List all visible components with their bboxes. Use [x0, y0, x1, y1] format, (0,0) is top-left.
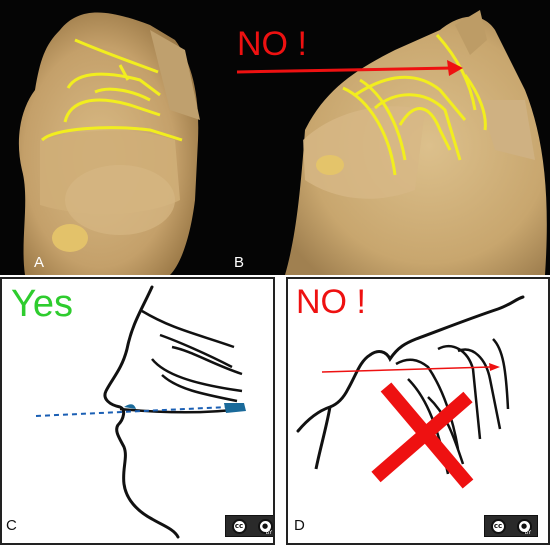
- panel-d-drawing: NO ! D cc ● BY: [286, 277, 550, 545]
- panel-d-no-label: NO !: [296, 283, 366, 321]
- panel-c-yes-label: Yes: [11, 283, 73, 325]
- license-badge: cc ● BY: [225, 515, 273, 537]
- turbinate-line: [171, 345, 243, 376]
- cc-icon: cc: [231, 518, 247, 534]
- wrong-direction-arrow: [236, 66, 454, 74]
- turbinate-line: [492, 338, 510, 410]
- turbinate-line: [63, 98, 161, 123]
- turbinate-line: [457, 348, 502, 430]
- profile-sketch-c: [35, 285, 246, 539]
- face-profile-line: [296, 295, 525, 433]
- tube-end-marker: [224, 403, 246, 413]
- panel-d-letter: D: [294, 517, 305, 534]
- turbinate-line: [342, 86, 397, 176]
- nostril-marker: [124, 404, 136, 409]
- panel-b-letter: B: [234, 254, 245, 271]
- turbinate-line: [161, 374, 238, 403]
- turbinate-line: [40, 126, 183, 142]
- panel-a-letter: A: [34, 254, 45, 271]
- license-by-text: BY: [265, 530, 272, 536]
- turbinate-line: [159, 333, 233, 369]
- turbinate-line: [354, 75, 467, 121]
- license-badge: cc ● BY: [484, 515, 538, 537]
- panel-c-letter: C: [6, 517, 17, 534]
- panel-b-photo: NO ! B: [225, 0, 550, 275]
- panel-c-drawing: Yes C cc ● BY: [0, 277, 275, 545]
- turbinate-line: [74, 38, 159, 74]
- arrowhead: [489, 363, 500, 371]
- turbinate-line: [395, 358, 460, 450]
- arrowhead: [447, 60, 463, 76]
- cadaver-section-a-drawing: [18, 12, 200, 275]
- turbinate-line: [359, 78, 407, 161]
- turbinate-line: [427, 396, 465, 465]
- turbinate-line: [66, 72, 161, 97]
- jaw-line: [314, 406, 332, 470]
- profile-sketch-d: [296, 295, 525, 489]
- wrong-path-line: [321, 366, 491, 373]
- face-profile-line: [103, 285, 180, 539]
- turbinate-line: [141, 309, 235, 349]
- cross-stroke: [371, 391, 473, 483]
- panel-b-no-label: NO !: [237, 25, 307, 63]
- person-icon: ●: [257, 518, 273, 534]
- person-icon: ●: [516, 518, 532, 534]
- cc-icon: cc: [490, 518, 506, 534]
- turbinate-line: [94, 87, 151, 102]
- turbinate-line: [463, 74, 487, 131]
- turbinate-line: [151, 358, 243, 393]
- license-by-text: BY: [524, 530, 531, 536]
- cadaver-section-b-drawing: [236, 10, 547, 275]
- turbinate-line: [398, 107, 452, 151]
- turbinate-line: [118, 64, 130, 81]
